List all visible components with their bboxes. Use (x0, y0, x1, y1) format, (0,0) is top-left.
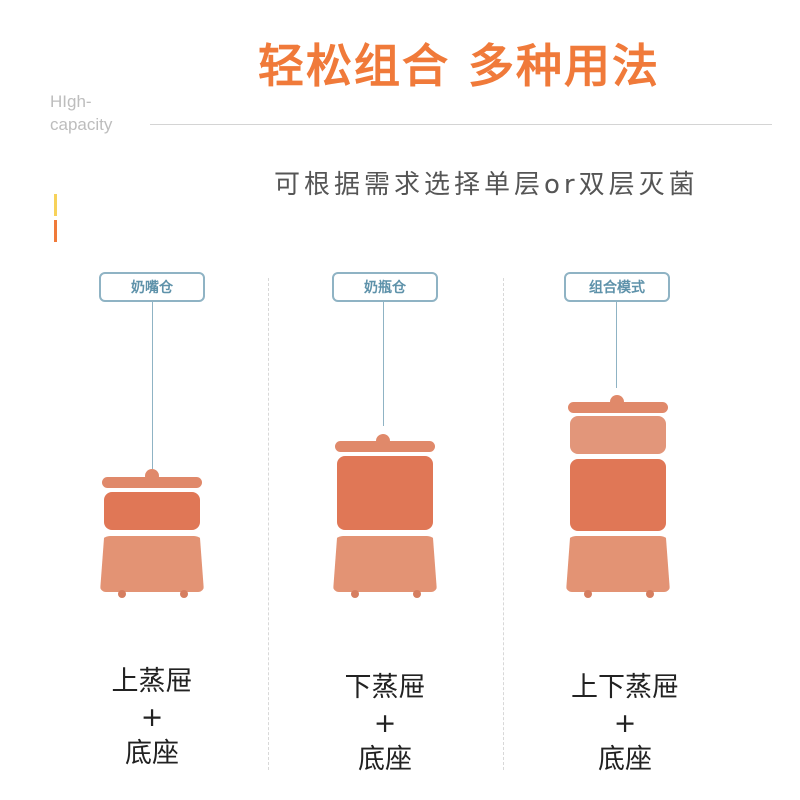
subtitle: 可根据需求选择单层or双层灭菌 (274, 170, 699, 200)
caption-plus: + (613, 708, 637, 739)
accent-bar-orange (54, 220, 57, 242)
column-divider-1 (268, 278, 269, 770)
lid (568, 402, 668, 413)
config-caption: 上下蒸屉 + 底座 (525, 670, 725, 778)
base-foot-left (584, 590, 592, 598)
lower-tray (570, 459, 666, 531)
nipple-chamber-tag: 奶嘴仓 (99, 272, 205, 302)
caption-plus: + (373, 708, 397, 739)
accent-bar-yellow (54, 194, 57, 216)
column-divider-2 (503, 278, 504, 770)
base-foot-right (180, 590, 188, 598)
headline: 轻松组合 多种用法 (258, 39, 661, 93)
tag-connector-line (152, 302, 153, 469)
base-foot-right (646, 590, 654, 598)
caption-base: 底座 (358, 744, 412, 775)
tag-connector-line (383, 302, 384, 426)
caption-base: 底座 (598, 744, 652, 775)
caption-tray: 下蒸屉 (344, 672, 426, 703)
base-foot-left (118, 590, 126, 598)
base-unit (333, 536, 437, 592)
caption-plus: + (140, 702, 164, 733)
tag-connector-line (616, 302, 617, 388)
capacity-tag: HIgh- capacity (50, 90, 112, 136)
caption-base: 底座 (125, 738, 179, 769)
lower-tray (337, 456, 433, 530)
bottle-chamber-tag: 奶瓶仓 (332, 272, 438, 302)
upper-tray (570, 416, 666, 454)
lid (335, 441, 435, 452)
config-column-upper: 奶嘴仓 上蒸屉 + 底座 (52, 0, 252, 800)
config-caption: 上蒸屉 + 底座 (52, 664, 252, 772)
combo-mode-tag: 组合模式 (564, 272, 670, 302)
base-foot-right (413, 590, 421, 598)
base-foot-left (351, 590, 359, 598)
base-unit (566, 536, 670, 592)
capacity-tag-line1: HIgh- (50, 92, 92, 111)
upper-tray (104, 492, 200, 530)
config-caption: 下蒸屉 + 底座 (285, 670, 485, 778)
caption-tray: 上蒸屉 (111, 666, 193, 697)
caption-tray: 上下蒸屉 (571, 672, 679, 703)
lid (102, 477, 202, 488)
config-column-combo: 组合模式 上下蒸屉 + 底座 (517, 0, 717, 800)
config-column-lower: 奶瓶仓 下蒸屉 + 底座 (285, 0, 485, 800)
base-unit (100, 536, 204, 592)
capacity-tag-line2: capacity (50, 115, 113, 134)
header-rule (150, 124, 772, 125)
